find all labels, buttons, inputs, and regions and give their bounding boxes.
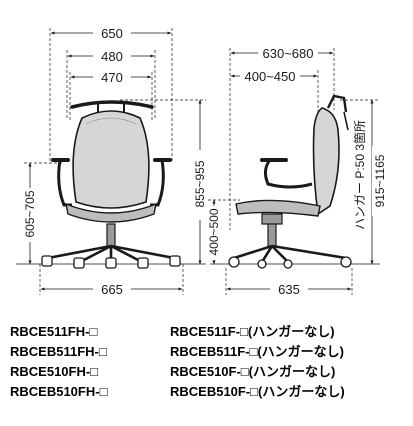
side-view <box>208 48 380 295</box>
side-depth-outer-label: 630~680 <box>263 46 314 61</box>
side-depth-inner-label: 400~450 <box>245 69 296 84</box>
chair-dimension-drawing: 650 480 470 665 605~705 855~955 <box>16 25 388 297</box>
model-code: RBCE511FH-□ <box>10 324 98 339</box>
model-code: RBCEB511FH-□ <box>10 344 107 359</box>
front-base-width-label: 665 <box>101 282 123 297</box>
model-column-without-hanger: RBCE511F-□(ハンガーなし) RBCEB511F-□(ハンガーなし) R… <box>170 322 345 402</box>
model-code: RBCE510F-□(ハンガーなし) <box>170 364 336 379</box>
side-base-depth-label: 635 <box>278 282 300 297</box>
model-column-with-hanger: RBCE511FH-□ RBCEB511FH-□ RBCE510FH-□ RBC… <box>10 322 107 402</box>
front-arm-height-label: 605~705 <box>23 190 37 237</box>
hanger-height-label: 915~1165 <box>373 154 387 207</box>
front-width-outer-label: 650 <box>101 26 123 41</box>
front-width-mid-label: 480 <box>101 49 123 64</box>
model-code: RBCEB510FH-□ <box>10 384 108 399</box>
front-view <box>16 28 206 295</box>
model-code: RBCEB510F-□(ハンガーなし) <box>170 384 345 399</box>
model-code: RBCEB511F-□(ハンガーなし) <box>170 344 344 359</box>
side-seat-height-label: 400~500 <box>207 208 221 255</box>
hanger-note-label: ハンガー P:50 3箇所 <box>353 120 367 230</box>
model-code: RBCE510FH-□ <box>10 364 99 379</box>
model-code: RBCE511F-□(ハンガーなし) <box>170 324 335 339</box>
front-total-height-label: 855~955 <box>193 160 207 207</box>
front-width-inner-label: 470 <box>101 70 123 85</box>
model-number-list: RBCE511FH-□ RBCEB511FH-□ RBCE510FH-□ RBC… <box>0 322 413 422</box>
